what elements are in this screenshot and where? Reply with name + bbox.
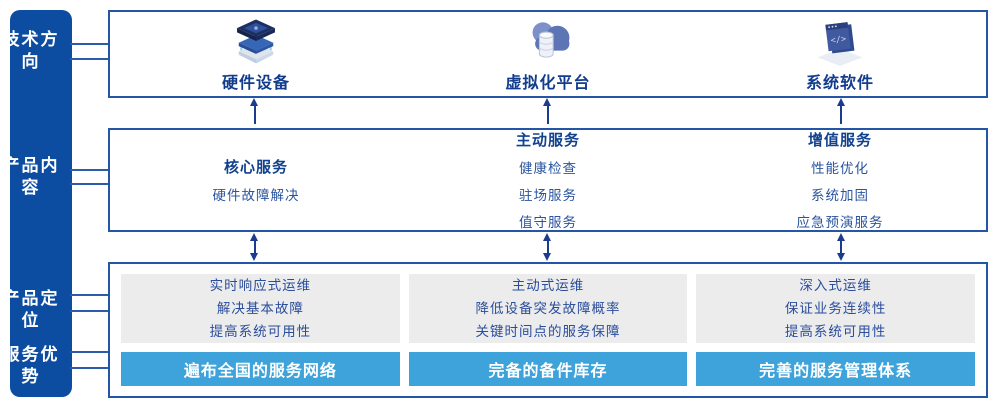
service-column-value-added: 增值服务 性能优化 系统加固 应急预演服务 bbox=[694, 130, 986, 230]
position-line: 深入式运维 bbox=[799, 278, 872, 293]
left-category-bar bbox=[10, 10, 72, 397]
connector-line bbox=[70, 58, 109, 60]
position-column-proactive: 主动式运维 降低设备突发故障概率 关键时间点的服务保障 完备的备件库存 bbox=[408, 274, 688, 386]
tech-item-label: 系统软件 bbox=[805, 74, 874, 92]
double-arrow-icon bbox=[836, 233, 845, 261]
position-line: 降低设备突发故障概率 bbox=[475, 301, 621, 316]
up-arrow-icon bbox=[543, 98, 552, 124]
service-item: 应急预演服务 bbox=[796, 215, 884, 230]
tech-item-label: 虚拟化平台 bbox=[505, 74, 591, 92]
service-column-core: 核心服务 硬件故障解决 bbox=[110, 130, 402, 230]
product-content-band: 核心服务 硬件故障解决 主动服务 健康检查 驻场服务 值守服务 增值服务 性能优… bbox=[108, 128, 988, 232]
service-column-title: 主动服务 bbox=[515, 132, 580, 149]
position-line: 实时响应式运维 bbox=[209, 278, 312, 293]
connector-line bbox=[70, 43, 109, 45]
cloud-database-icon bbox=[511, 16, 585, 66]
category-service-advantage: 服务优势 bbox=[2, 345, 60, 386]
service-item: 性能优化 bbox=[811, 161, 869, 176]
double-arrow-icon bbox=[543, 233, 552, 261]
position-line: 主动式运维 bbox=[511, 278, 585, 293]
tech-item-system-software: </> 系统软件 bbox=[694, 12, 986, 96]
service-item: 系统加固 bbox=[811, 188, 869, 203]
connector-line bbox=[70, 183, 109, 185]
product-position-band: 实时响应式运维 解决基本故障 提高系统可用性 遍布全国的服务网络 主动式运维 降… bbox=[108, 262, 988, 398]
tech-item-virtualization: 虚拟化平台 bbox=[402, 12, 694, 96]
position-description-box: 深入式运维 保证业务连续性 提高系统可用性 bbox=[696, 274, 976, 343]
server-stack-icon bbox=[217, 16, 295, 66]
tech-direction-band: 硬件设备 虚拟化平台 bbox=[108, 10, 988, 98]
advantage-banner: 完备的备件库存 bbox=[408, 352, 688, 386]
service-item: 值守服务 bbox=[519, 215, 577, 230]
arrows-content-to-tech bbox=[108, 98, 988, 126]
connector-line bbox=[70, 294, 109, 296]
service-column-title: 核心服务 bbox=[223, 159, 288, 176]
position-description-box: 实时响应式运维 解决基本故障 提高系统可用性 bbox=[121, 274, 400, 343]
service-item: 驻场服务 bbox=[519, 188, 577, 203]
position-column-realtime: 实时响应式运维 解决基本故障 提高系统可用性 遍布全国的服务网络 bbox=[121, 274, 400, 386]
connector-line bbox=[70, 169, 109, 171]
service-item: 健康检查 bbox=[519, 161, 577, 176]
service-item: 硬件故障解决 bbox=[212, 188, 300, 203]
service-column-proactive: 主动服务 健康检查 驻场服务 值守服务 bbox=[402, 130, 694, 230]
position-line: 提高系统可用性 bbox=[784, 324, 887, 339]
up-arrow-icon bbox=[836, 98, 845, 124]
tech-item-label: 硬件设备 bbox=[221, 74, 290, 92]
arrows-content-to-position bbox=[108, 233, 988, 261]
category-product-content: 产品内容 bbox=[2, 156, 60, 197]
svg-text:</>: </> bbox=[830, 34, 847, 46]
position-description-box: 主动式运维 降低设备突发故障概率 关键时间点的服务保障 bbox=[408, 274, 688, 343]
position-line: 提高系统可用性 bbox=[209, 324, 312, 339]
connector-line bbox=[70, 351, 109, 353]
service-column-title: 增值服务 bbox=[807, 132, 872, 149]
category-tech-direction: 技术方向 bbox=[2, 30, 60, 71]
code-window-icon: </> bbox=[803, 16, 877, 66]
position-column-deep: 深入式运维 保证业务连续性 提高系统可用性 完善的服务管理体系 bbox=[696, 274, 976, 386]
advantage-banner: 遍布全国的服务网络 bbox=[121, 352, 400, 386]
advantage-banner: 完善的服务管理体系 bbox=[696, 352, 976, 386]
connector-line bbox=[70, 310, 109, 312]
double-arrow-icon bbox=[250, 233, 259, 261]
tech-item-hardware: 硬件设备 bbox=[110, 12, 402, 96]
category-product-position: 产品定位 bbox=[2, 289, 60, 330]
position-line: 保证业务连续性 bbox=[784, 301, 887, 316]
up-arrow-icon bbox=[250, 98, 259, 124]
position-line: 关键时间点的服务保障 bbox=[475, 324, 621, 339]
position-line: 解决基本故障 bbox=[216, 301, 304, 316]
connector-line bbox=[70, 367, 109, 369]
